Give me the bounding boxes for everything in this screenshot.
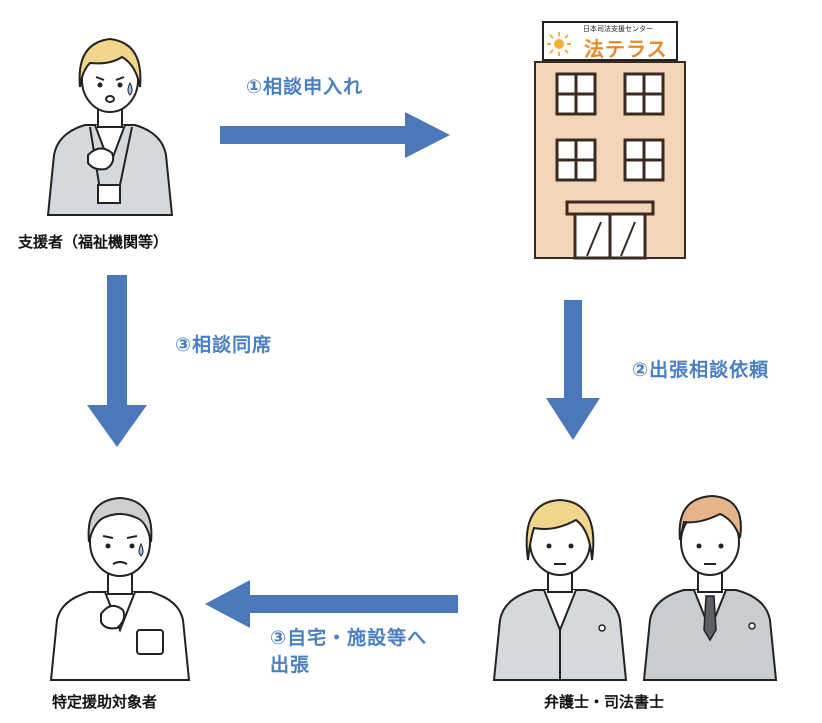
supporter-label: 支援者（福祉機関等） (18, 233, 169, 251)
target-person-figure (45, 480, 195, 681)
arrow-consult-request (220, 112, 450, 158)
houterasu-building (534, 18, 686, 260)
supporter-figure (40, 25, 180, 216)
label-home-visit-line1: ③自宅・施設等へ (270, 627, 428, 649)
houterasu-sign-title: 法テラス (584, 37, 668, 61)
lawyers-label: 弁護士・司法書士 (544, 693, 665, 711)
label-consult-request: ①相談申入れ (246, 76, 364, 98)
houterasu-sign-small: 日本司法支援センター (583, 25, 653, 33)
elderly-person-illustration (49, 496, 191, 681)
target-person-label: 特定援助対象者 (52, 693, 158, 711)
arrow-consult-attend (87, 275, 147, 447)
lawyers-illustration (492, 494, 778, 681)
arrow-home-visit (205, 580, 458, 628)
label-visit-request: ②出張相談依頼 (632, 359, 770, 381)
supporter-illustration (46, 37, 174, 216)
arrow-visit-request (546, 300, 600, 440)
label-consult-attend: ③相談同席 (175, 334, 273, 356)
label-home-visit-line2: 出張 (270, 654, 311, 676)
building-illustration (534, 21, 686, 260)
sun-icon (547, 32, 571, 56)
lawyers-figure (490, 480, 790, 681)
